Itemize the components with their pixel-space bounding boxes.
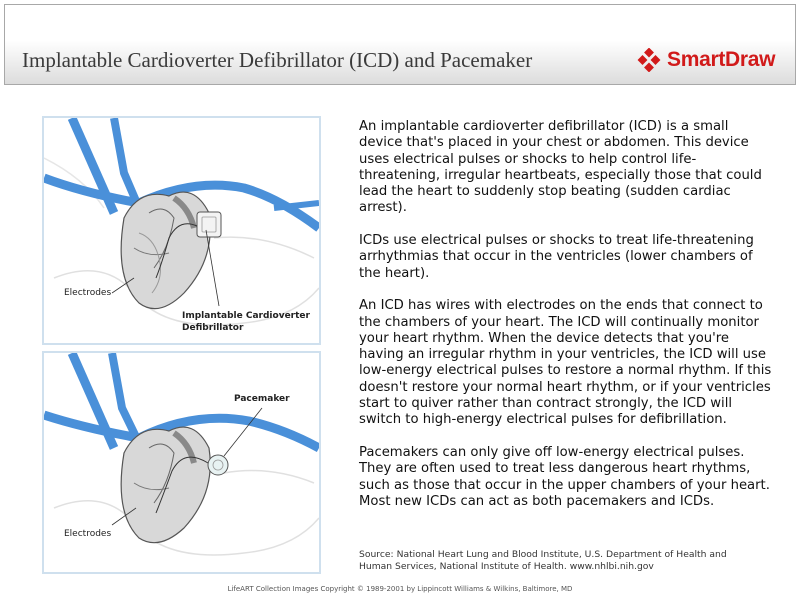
brand-logo: SmartDraw [637, 47, 775, 73]
icd-device-label-line2: Defibrillator [182, 323, 244, 333]
brand-name: SmartDraw [667, 48, 776, 71]
header-banner: Implantable Cardioverter Defibrillator (… [4, 4, 796, 85]
pacemaker-device-label: Pacemaker [234, 394, 290, 404]
icd-illustration-panel: Electrodes Implantable Cardioverter Defi… [42, 116, 321, 345]
paragraph-icd-arrhythmias: ICDs use electrical pulses or shocks to … [359, 233, 754, 281]
source-line-2: Human Services, National Institute of He… [359, 561, 654, 572]
source-citation: Source: National Heart Lung and Blood In… [359, 549, 779, 573]
icd-device-label-line1: Implantable Cardioverter [182, 311, 310, 321]
copyright-footer: LifeART Collection Images Copyright © 19… [227, 585, 573, 593]
paragraph-icd-operation: An ICD has wires with electrodes on the … [359, 298, 772, 428]
page-title: Implantable Cardioverter Defibrillator (… [22, 48, 533, 72]
pacemaker-electrodes-label: Electrodes [64, 529, 112, 539]
paragraph-icd-intro: An implantable cardioverter defibrillato… [359, 119, 762, 216]
pacemaker-heart-diagram [44, 353, 319, 556]
icd-heart-diagram [44, 118, 319, 326]
description-text: An implantable cardioverter defibrillato… [359, 119, 774, 526]
icd-electrodes-label: Electrodes [64, 288, 112, 298]
pacemaker-illustration-panel: Pacemaker Electrodes [42, 351, 321, 574]
source-line-1: Source: National Heart Lung and Blood In… [359, 549, 727, 560]
paragraph-pacemakers: Pacemakers can only give off low-energy … [359, 444, 770, 509]
smartdraw-diamond-logo-icon [637, 48, 661, 72]
